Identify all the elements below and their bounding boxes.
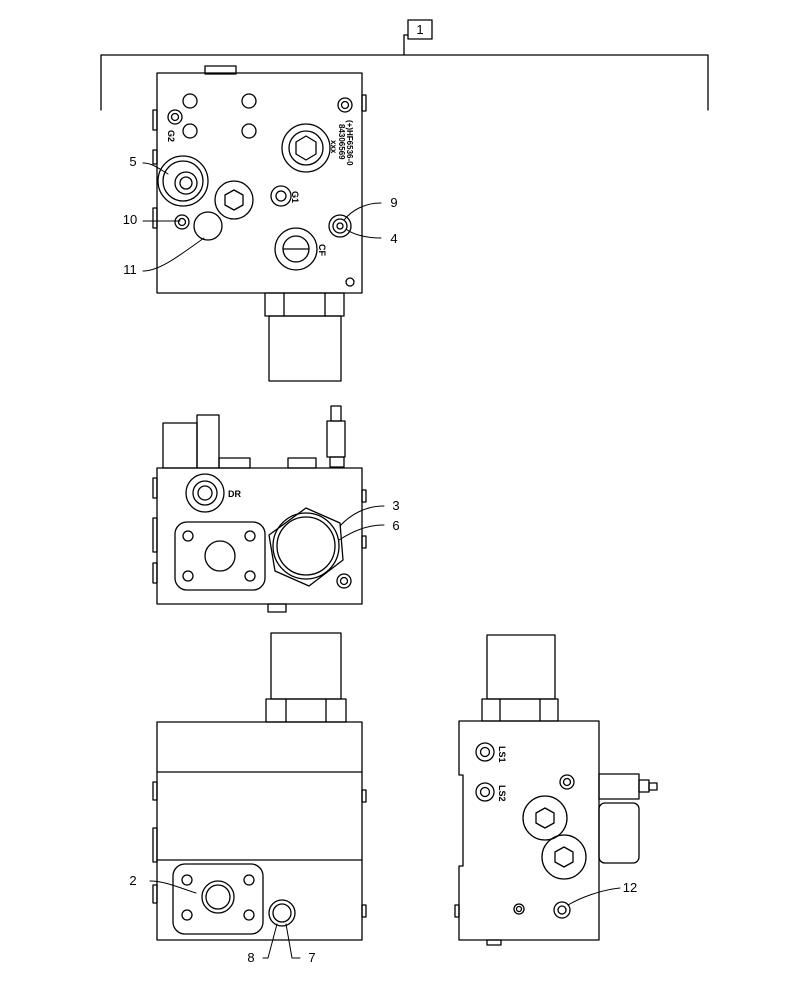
callout-10: 10 (123, 212, 137, 227)
port-label-g2: G2 (166, 130, 176, 142)
port-label-dr: DR (228, 489, 241, 499)
port-label-ls1: LS1 (497, 746, 507, 763)
callout-8: 8 (247, 950, 254, 965)
callout-12: 12 (623, 880, 637, 895)
callout-3: 3 (392, 498, 399, 513)
callout-9: 9 (390, 195, 397, 210)
callout-4: 4 (390, 231, 397, 246)
callout-5: 5 (129, 154, 136, 169)
assembly-bracket (100, 19, 709, 111)
assembly-callout-label: 1 (416, 22, 423, 37)
port-label-g1: G1 (290, 191, 300, 203)
callout-6: 6 (392, 518, 399, 533)
top-view (152, 65, 367, 382)
callout-2: 2 (129, 873, 136, 888)
leader-lines (142, 162, 621, 959)
callout-11: 11 (123, 262, 137, 277)
part-marking-line1: (+)HF6536-0 (345, 120, 354, 166)
port-label-ls2: LS2 (497, 785, 507, 802)
part-marking-line2: 84306569 (337, 124, 346, 160)
bottom-left-view (152, 632, 367, 941)
port-label-cf: CF (317, 244, 327, 256)
part-marking-line3: xxx (329, 140, 338, 154)
front-view (152, 405, 367, 613)
callout-7: 7 (308, 950, 315, 965)
bottom-right-view (454, 634, 658, 946)
